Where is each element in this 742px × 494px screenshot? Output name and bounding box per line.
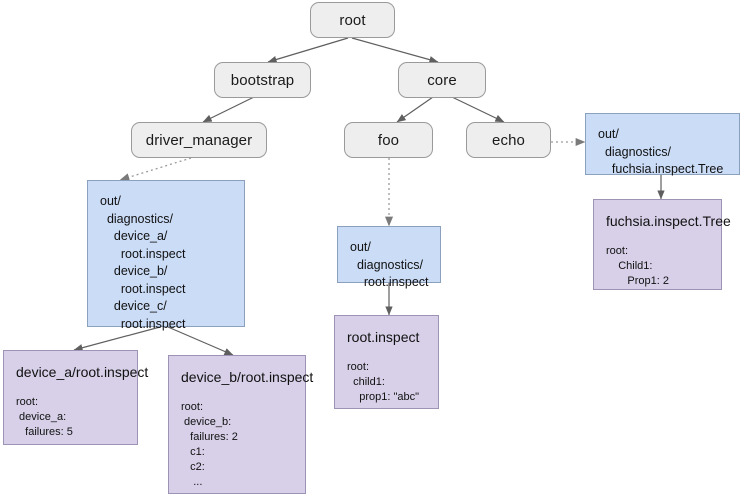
node-bootstrap[interactable]: bootstrap [214, 62, 311, 98]
filebox-device-b-body: root: device_b: failures: 2 c1: c2: ... … [181, 401, 238, 494]
dirbox-foo-out: out/ diagnostics/ root.inspect [337, 226, 441, 289]
node-root-label: root [339, 11, 366, 29]
filebox-device-b: device_b/root.inspect root: device_b: fa… [168, 355, 314, 494]
dirbox-echo-out: out/ diagnostics/ fuchsia.inspect.Tree [585, 113, 740, 176]
filebox-device-b-title: device_b/root.inspect [181, 369, 314, 385]
filebox-echo-tree-title: fuchsia.inspect.Tree [606, 213, 731, 229]
node-driver-manager-label: driver_manager [145, 131, 253, 149]
node-core[interactable]: core [398, 62, 486, 98]
node-foo-label: foo [377, 131, 400, 149]
filebox-device-a-body: root: device_a: failures: 5 [16, 396, 73, 438]
dirbox-driver-manager-out: out/ diagnostics/ device_a/ root.inspect… [87, 180, 245, 331]
node-foo[interactable]: foo [344, 122, 433, 158]
filebox-foo-inspect-title: root.inspect [347, 329, 420, 345]
filebox-device-a-title: device_a/root.inspect [16, 364, 149, 380]
filebox-echo-tree: fuchsia.inspect.Tree root: Child1: Prop1… [593, 199, 731, 290]
node-core-label: core [427, 71, 457, 89]
filebox-echo-tree-body: root: Child1: Prop1: 2 [606, 245, 669, 287]
node-echo-label: echo [492, 131, 525, 149]
node-root[interactable]: root [310, 2, 395, 38]
filebox-foo-inspect-body: root: child1: prop1: "abc" [347, 361, 420, 403]
filebox-foo-inspect: root.inspect root: child1: prop1: "abc" [334, 315, 439, 409]
node-driver-manager[interactable]: driver_manager [131, 122, 267, 158]
filebox-device-a: device_a/root.inspect root: device_a: fa… [3, 350, 149, 445]
node-echo[interactable]: echo [466, 122, 551, 158]
node-bootstrap-label: bootstrap [230, 71, 295, 89]
